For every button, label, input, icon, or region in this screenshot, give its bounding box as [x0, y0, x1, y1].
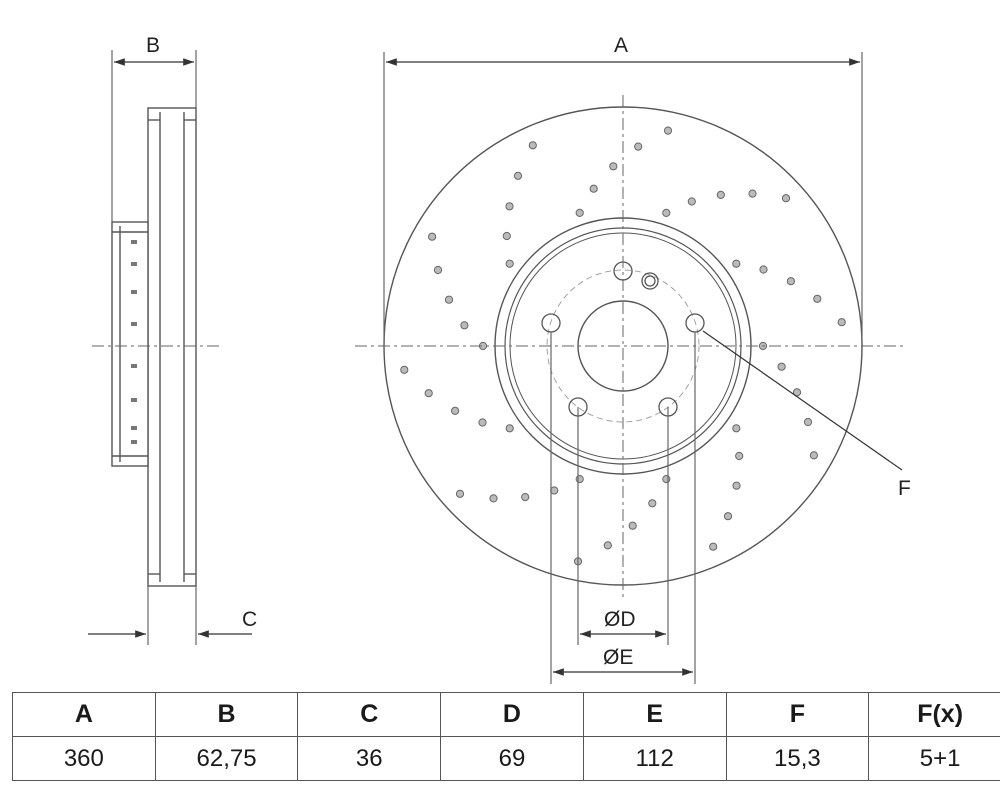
spec-value-b: 62,75 — [154, 736, 299, 781]
spec-header-fx: F(x) — [868, 692, 1000, 737]
spec-value-c: 36 — [297, 736, 442, 781]
drilled-holes — [400, 126, 846, 566]
drill-hole — [575, 475, 584, 484]
drill-hole — [809, 451, 819, 460]
spec-header-e: E — [582, 692, 727, 737]
drill-hole — [513, 171, 523, 180]
drill-hole — [528, 141, 537, 150]
dimension-d — [577, 407, 669, 645]
drill-hole — [687, 197, 696, 206]
disc-side-view — [111, 107, 197, 587]
spec-header-b: B — [154, 692, 299, 737]
drill-hole — [732, 424, 741, 433]
spec-table-header-row: A B C D E F F(x) — [12, 692, 1000, 737]
drill-hole — [634, 142, 643, 151]
drill-hole — [735, 451, 744, 461]
drill-hole — [550, 486, 559, 495]
spec-value-e: 112 — [582, 736, 727, 781]
dimension-c-label: C — [242, 608, 257, 631]
drill-hole — [663, 126, 673, 135]
drill-hole — [837, 318, 846, 327]
drill-hole — [444, 295, 454, 304]
drill-hole — [662, 208, 671, 217]
drill-hole — [732, 259, 741, 268]
drill-hole — [609, 162, 618, 171]
drill-hole — [732, 481, 741, 490]
drill-hole — [400, 365, 409, 374]
dimension-e-label: ØE — [603, 646, 633, 669]
drill-hole — [478, 418, 487, 427]
drill-hole — [428, 232, 437, 241]
spec-table-value-row: 360 62,75 36 69 112 15,3 5+1 — [12, 736, 1000, 781]
spec-value-fx: 5+1 — [868, 736, 1000, 781]
dimension-a — [383, 52, 863, 346]
dimension-f-leader — [702, 330, 903, 471]
drill-hole — [777, 362, 786, 371]
drill-hole — [575, 208, 584, 217]
spec-value-f: 15,3 — [725, 736, 870, 781]
dimension-d-label: ØD — [604, 608, 636, 631]
dimension-a-label: A — [614, 34, 628, 57]
dimension-b — [111, 50, 197, 222]
drill-hole — [803, 417, 813, 427]
bolt-circle — [546, 269, 700, 423]
drill-hole — [505, 424, 514, 433]
drill-hole — [505, 202, 514, 211]
drill-hole — [648, 499, 657, 508]
drill-hole — [792, 388, 802, 397]
drill-hole — [786, 277, 796, 286]
drill-hole — [502, 231, 511, 241]
drill-hole — [489, 494, 498, 503]
spec-value-d: 69 — [440, 736, 584, 781]
drill-hole — [433, 265, 443, 275]
drill-hole — [813, 294, 822, 303]
drill-hole — [505, 259, 514, 268]
drill-hole — [455, 489, 465, 498]
drill-hole — [589, 184, 598, 193]
spec-header-c: C — [297, 692, 442, 737]
spec-header-d: D — [440, 692, 584, 737]
spec-table: A B C D E F F(x) 360 62,75 36 69 112 15,… — [12, 692, 1000, 781]
spec-header-f: F — [725, 692, 870, 737]
dimension-f-label: F — [898, 477, 911, 500]
drill-hole — [662, 475, 671, 484]
drill-hole — [521, 493, 530, 502]
spec-value-a: 360 — [12, 736, 156, 781]
dimension-b-label: B — [146, 34, 160, 57]
drill-hole — [781, 194, 791, 203]
drill-hole — [424, 389, 433, 398]
drill-hole — [451, 406, 460, 415]
drill-hole — [460, 321, 469, 330]
drill-hole — [603, 541, 612, 550]
drill-hole — [709, 542, 718, 551]
drill-hole — [716, 190, 725, 199]
drill-hole — [748, 189, 757, 198]
spec-header-a: A — [12, 692, 156, 737]
drill-hole — [723, 512, 733, 521]
dimension-c — [88, 586, 252, 645]
dimension-e — [550, 332, 696, 684]
brake-disc-technical-drawing: B C A — [88, 34, 911, 684]
drill-hole — [628, 521, 637, 530]
front-centerlines — [355, 95, 905, 600]
drill-hole — [759, 265, 768, 274]
